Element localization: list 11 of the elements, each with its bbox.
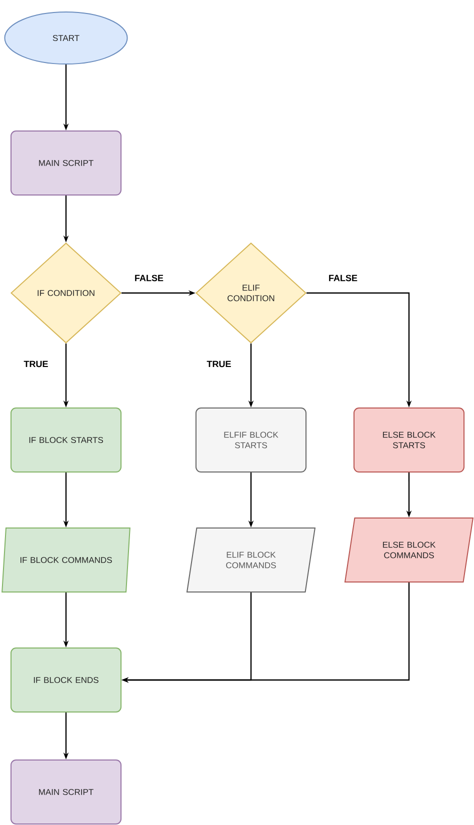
process-box: MAIN SCRIPT bbox=[10, 130, 122, 196]
data-parallelogram: IF BLOCK COMMANDS bbox=[2, 528, 130, 592]
edge-label: TRUE bbox=[22, 360, 50, 368]
edge-label: TRUE bbox=[206, 360, 232, 368]
process-box: IF BLOCK STARTS bbox=[10, 408, 122, 472]
process-box: ELFIF BLOCK STARTS bbox=[196, 408, 306, 472]
process-box: MAIN SCRIPT bbox=[10, 760, 122, 824]
edge-label: FALSE bbox=[134, 274, 164, 282]
edge-label: FALSE bbox=[328, 274, 358, 282]
process-box: ELSE BLOCK STARTS bbox=[354, 408, 464, 472]
process-box: IF BLOCK ENDS bbox=[10, 648, 122, 712]
